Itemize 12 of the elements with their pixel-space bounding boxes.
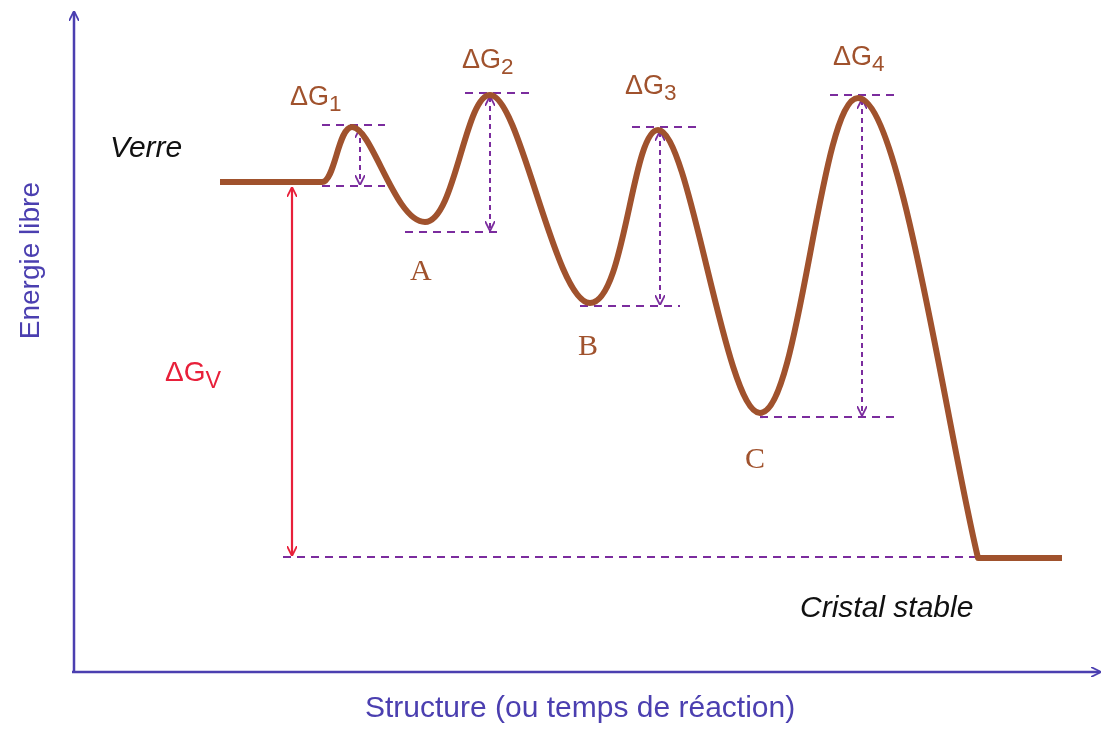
state-label: C — [745, 443, 765, 473]
axis-title: Structure (ou temps de réaction) — [365, 692, 796, 722]
phase-label: Verre — [110, 132, 183, 162]
state-label: A — [410, 255, 432, 285]
energy-barrier-label: ΔG$_{3}$ — [625, 72, 677, 105]
energy-barrier-label: ΔG$_{2}$ — [462, 46, 514, 79]
energy-barrier-label: ΔG$_{4}$ — [833, 43, 885, 76]
phase-label: Cristal stable — [800, 592, 974, 622]
energy-barrier-label: ΔG$_{1}$ — [290, 83, 342, 116]
axis-title: Energie libre — [16, 181, 44, 339]
state-label: B — [578, 330, 598, 360]
energy-difference-label: ΔG$_{V}$ — [165, 358, 222, 392]
